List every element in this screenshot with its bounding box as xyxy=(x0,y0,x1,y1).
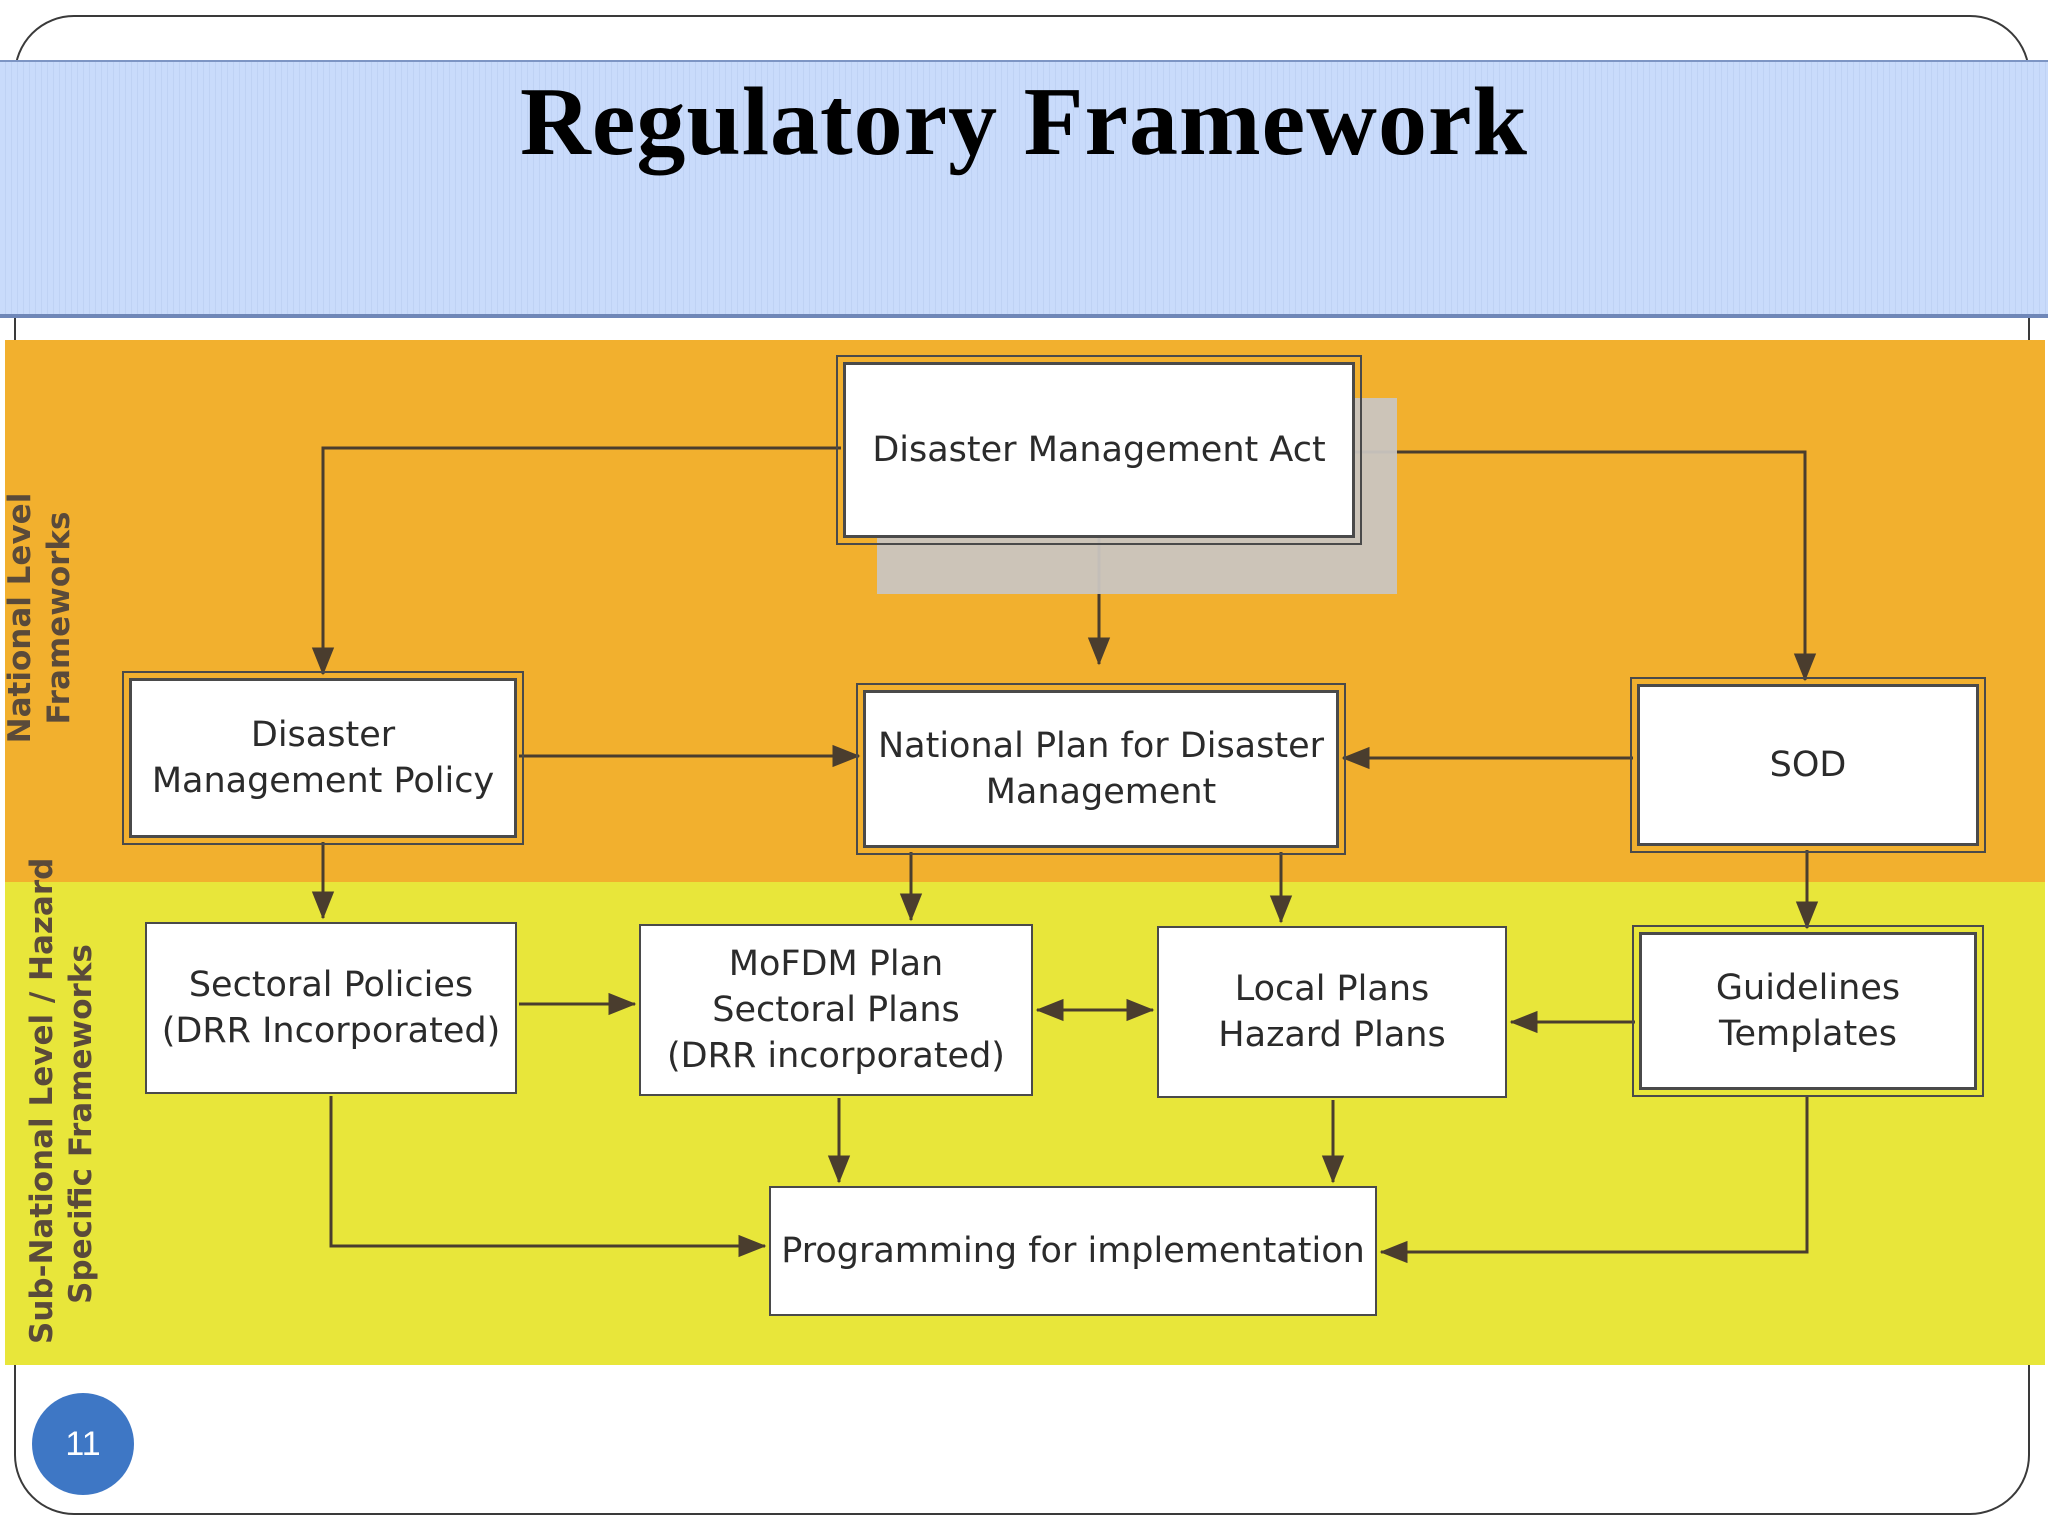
edge-sectoral-to-programming xyxy=(329,1096,767,1258)
subnational-level-label-line-2: Specific Frameworks xyxy=(62,944,99,1304)
node-label: Templates xyxy=(1719,1014,1897,1054)
national-level-label-line-1: National Level xyxy=(2,492,38,744)
node-label: Sectoral Policies xyxy=(188,964,474,1005)
node-label: Sectoral Plans xyxy=(712,989,960,1030)
node-mofdm-plan: MoFDM Plan Sectoral Plans (DRR incorpora… xyxy=(639,924,1033,1096)
national-level-label: National Level Frameworks xyxy=(1,468,81,768)
node-label: Disaster xyxy=(250,714,396,755)
edge-dma-to-sod xyxy=(1355,450,1817,682)
slide-title: Regulatory Framework xyxy=(520,68,1528,176)
node-label: Management Policy xyxy=(151,761,495,801)
node-disaster-management-policy: Disaster Management Policy xyxy=(122,671,524,845)
node-label: Hazard Plans xyxy=(1218,1015,1446,1055)
edge-dma-to-dmp xyxy=(311,446,841,676)
subnational-level-label-line-1: Sub-National Level / Hazard xyxy=(24,857,60,1344)
node-sod: SOD xyxy=(1630,677,1986,853)
node-guidelines-templates: Guidelines Templates xyxy=(1632,925,1984,1097)
page-number-badge: 11 xyxy=(32,1393,134,1495)
national-level-label-line-2: Frameworks xyxy=(40,511,77,725)
node-local-plans: Local Plans Hazard Plans xyxy=(1157,926,1507,1098)
node-label: (DRR Incorporated) xyxy=(161,1011,501,1051)
node-national-plan-for-disaster-management: National Plan for Disaster Management xyxy=(856,683,1346,855)
node-programming-for-implementation: Programming for implementation xyxy=(769,1186,1377,1316)
node-label: Programming for implementation xyxy=(781,1230,1365,1271)
node-label: Local Plans xyxy=(1234,968,1430,1009)
subnational-level-label: Sub-National Level / Hazard Specific Fra… xyxy=(23,857,103,1344)
node-disaster-management-act: Disaster Management Act xyxy=(836,355,1362,545)
node-label: SOD xyxy=(1769,744,1847,785)
node-label: MoFDM Plan xyxy=(728,943,944,984)
node-label: National Plan for Disaster xyxy=(877,725,1325,766)
title-band xyxy=(0,60,2048,318)
node-label: Guidelines xyxy=(1715,967,1901,1008)
node-label: Disaster Management Act xyxy=(872,429,1326,470)
node-sectoral-policies: Sectoral Policies (DRR Incorporated) xyxy=(145,922,517,1094)
regulatory-framework-diagram: National Level Frameworks Sub-National L… xyxy=(2,340,2045,1365)
node-label: (DRR incorporated) xyxy=(667,1036,1005,1077)
edges xyxy=(311,446,1819,1264)
edge-guidelines-to-programming xyxy=(1379,1096,1809,1264)
node-label: Management xyxy=(985,772,1217,812)
